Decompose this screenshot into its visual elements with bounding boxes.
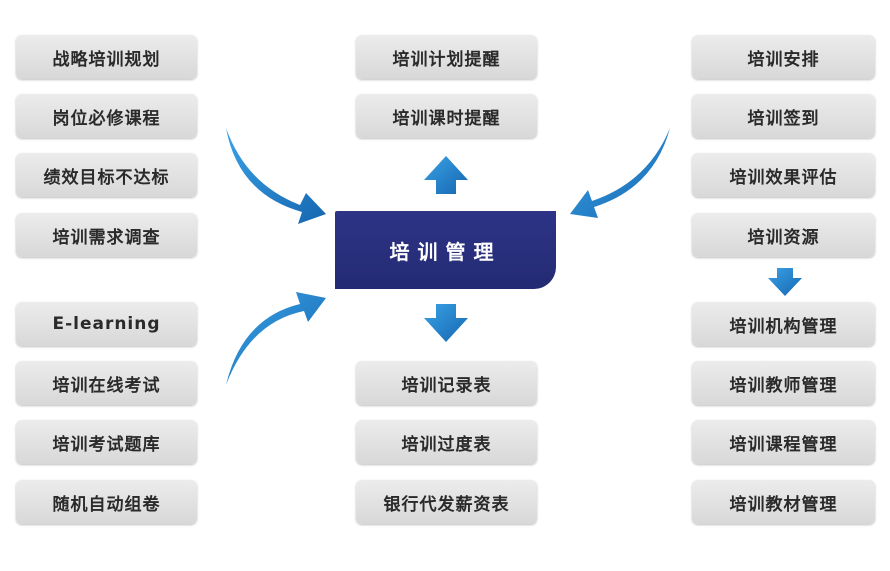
box-right-8: 培训教材管理 (692, 480, 875, 524)
box-left-3: 绩效目标不达标 (16, 153, 197, 197)
box-mid-5: 银行代发薪资表 (356, 480, 537, 524)
arrow-right-down-icon (768, 268, 802, 296)
box-mid-2: 培训课时提醒 (356, 94, 537, 138)
box-left-7: 培训考试题库 (16, 420, 197, 464)
box-right-3: 培训效果评估 (692, 153, 875, 197)
box-left-6: 培训在线考试 (16, 361, 197, 405)
box-right-7: 培训课程管理 (692, 420, 875, 464)
center-node: 培训管理 (335, 211, 556, 289)
box-left-1: 战略培训规划 (16, 35, 197, 79)
box-left-4: 培训需求调查 (16, 213, 197, 257)
box-right-1: 培训安排 (692, 35, 875, 79)
box-right-6: 培训教师管理 (692, 361, 875, 405)
box-mid-1: 培训计划提醒 (356, 35, 537, 79)
arrow-topright-icon (570, 128, 670, 218)
arrow-up-icon (424, 156, 468, 194)
arrow-bottomleft-icon (226, 292, 326, 385)
arrow-topleft-icon (226, 128, 326, 224)
box-right-5: 培训机构管理 (692, 302, 875, 346)
box-left-5: E-learning (16, 302, 197, 346)
box-right-4: 培训资源 (692, 213, 875, 257)
box-left-8: 随机自动组卷 (16, 480, 197, 524)
box-mid-3: 培训记录表 (356, 361, 537, 405)
box-right-2: 培训签到 (692, 94, 875, 138)
box-mid-4: 培训过度表 (356, 420, 537, 464)
box-left-2: 岗位必修课程 (16, 94, 197, 138)
arrow-down-icon (424, 304, 468, 342)
